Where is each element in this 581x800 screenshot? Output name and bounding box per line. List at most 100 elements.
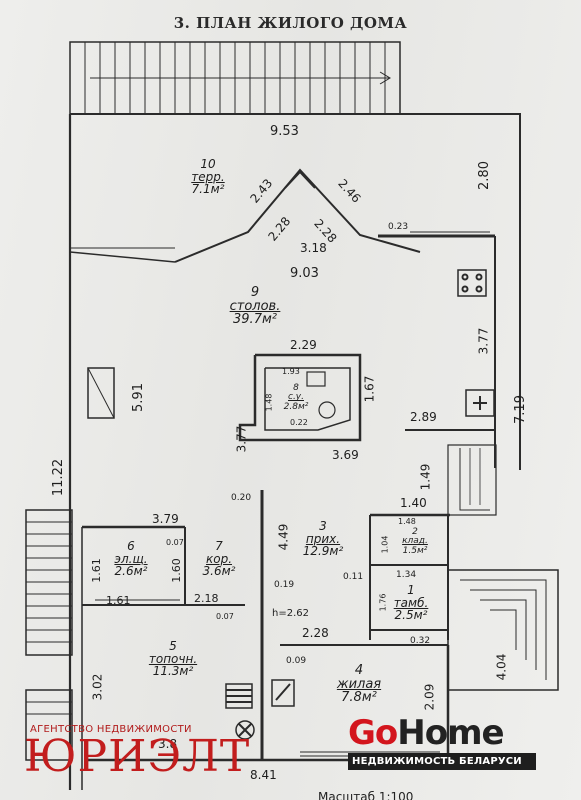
- dim-pantry-inner: 1.48: [398, 517, 416, 526]
- room-name: жилая: [336, 676, 382, 692]
- dim-core-left: 3.77: [234, 425, 249, 453]
- room-name: с.у.: [288, 392, 304, 403]
- dim-living-right: 0.32: [410, 636, 431, 646]
- room-area: 39.7м²: [233, 312, 277, 328]
- agency-tagline: АГЕНТСТВО НЕДВИЖИМОСТИ: [30, 724, 192, 735]
- room-number: 3: [319, 519, 327, 533]
- dim-terrace-width: 9.53: [270, 124, 299, 139]
- dim-vestibule-wall: 0.11: [343, 572, 364, 582]
- dim-wc-small: 0.22: [290, 418, 308, 427]
- stove: [457, 269, 487, 297]
- room-boiler: 5 топочн. 11.3м²: [138, 640, 208, 678]
- entrance-stair: [447, 569, 559, 691]
- room-area: 2.6м²: [114, 564, 148, 579]
- gohome-tagline: НЕДВИЖИМОСТЬ БЕЛАРУСИ: [348, 753, 536, 770]
- gohome-logo: GoHome НЕДВИЖИМОСТЬ БЕЛАРУСИ: [348, 716, 536, 770]
- room-area: 3.6м²: [202, 564, 236, 579]
- room-number: 6: [127, 539, 135, 553]
- dim-stair-side: 1.49: [418, 463, 433, 491]
- fireplace: [87, 367, 115, 419]
- dim-core-right: 1.67: [362, 375, 377, 403]
- dim-dining-left: 5.91: [130, 383, 146, 412]
- dim-living-wall: 0.09: [286, 656, 307, 666]
- dim-core-width: 2.29: [290, 338, 317, 352]
- room-name: тамб.: [393, 595, 429, 610]
- room-hallway: 3 прих. 12.9м²: [298, 520, 348, 558]
- room-number: 5: [169, 639, 177, 653]
- room-number: 9: [250, 285, 260, 300]
- dim-bottom-width: 8.41: [250, 768, 277, 782]
- room-area: 7.8м²: [341, 690, 377, 706]
- room-area: 1.5м²: [402, 545, 428, 556]
- room-number: 4: [354, 663, 364, 678]
- room-number: 2: [412, 527, 418, 537]
- dim-hall-wall: 0.20: [231, 493, 252, 503]
- dim-hall-height: 4.49: [276, 523, 291, 551]
- gohome-go: Go: [348, 713, 398, 753]
- room-number: 7: [215, 539, 223, 553]
- room-area: 7.1м²: [191, 182, 225, 197]
- room-name: топочн.: [148, 651, 198, 666]
- room-terrace: 10 терр. 7.1м²: [178, 158, 238, 196]
- dim-bay-end: 0.23: [388, 222, 409, 232]
- dim-corridor-edge: 0.19: [274, 580, 295, 590]
- gohome-wordmark: GoHome: [348, 716, 536, 750]
- gohome-home: Home: [397, 713, 504, 753]
- bay-outline: [174, 168, 421, 263]
- dim-bay-depth: 3.18: [300, 241, 327, 255]
- dim-terrace-side: 2.80: [476, 161, 492, 190]
- room-corridor: 7 кор. 3.6м²: [196, 540, 242, 578]
- dim-elec-wall: 0.07: [166, 538, 184, 547]
- dim-elec-top: 3.79: [152, 512, 179, 526]
- agency-logo: ЮРИЭЛТ: [24, 731, 251, 782]
- top-stair-treads: [84, 42, 391, 114]
- sink: [465, 389, 495, 417]
- plan-title: 3. ПЛАН ЖИЛОГО ДОМА: [173, 14, 408, 32]
- dim-wc-height: 1.48: [264, 393, 274, 412]
- room-pantry: 2 клад. 1.5м²: [395, 527, 435, 556]
- room-area: 11.3м²: [152, 664, 194, 679]
- dim-vestibule-side: 1.76: [378, 593, 388, 612]
- room-number: 8: [293, 383, 299, 393]
- room-number: 1: [407, 583, 415, 597]
- room-living: 4 жилая 7.8м²: [330, 664, 388, 705]
- dim-dining-right: 3.77: [476, 327, 491, 355]
- core-block: [238, 353, 362, 442]
- dim-stair-width: 2.89: [410, 410, 437, 424]
- dim-elec-mid: 1.60: [169, 558, 183, 583]
- room-name: кор.: [205, 551, 233, 566]
- dim-living-height: 2.09: [422, 683, 437, 711]
- room-bathroom: 8 с.у. 2.8м²: [276, 383, 316, 412]
- dim-boiler-bottom: 3.8: [158, 737, 178, 751]
- room-area: 2.8м²: [283, 401, 309, 412]
- dim-outer-left: 11.22: [51, 458, 67, 497]
- dim-boiler-left: 3.02: [90, 673, 105, 701]
- scale-label: Масштаб 1:100: [318, 790, 414, 800]
- dim-elec-bottom: 1.61: [106, 594, 131, 607]
- dim-living-width: 2.28: [302, 626, 329, 640]
- dim-core-bottom: 3.69: [332, 448, 359, 462]
- room-name: прих.: [305, 531, 341, 546]
- room-name: эл.щ.: [114, 551, 148, 566]
- dim-outer-right: 7.19: [512, 395, 528, 424]
- dim-ceiling-height: h=2.62: [272, 608, 309, 619]
- room-dining: 9 столов. 39.7м²: [215, 286, 295, 327]
- dim-corridor-width: 2.18: [194, 592, 219, 605]
- dim-vestibule-top: 1.34: [396, 570, 417, 580]
- room-electrical: 6 эл.щ. 2.6м²: [106, 540, 156, 578]
- room-number: 10: [200, 157, 216, 171]
- room-area: 2.5м²: [394, 608, 428, 623]
- room-area: 12.9м²: [302, 544, 344, 559]
- dim-dining-width: 9.03: [290, 266, 319, 281]
- room-vestibule: 1 тамб. 2.5м²: [388, 584, 434, 622]
- dim-elec-left: 1.61: [89, 558, 103, 583]
- room-name: клад.: [402, 536, 428, 547]
- room-name: столов.: [229, 298, 281, 314]
- dim-pantry-top: 1.40: [400, 496, 427, 510]
- dim-pantry-side: 1.04: [380, 535, 390, 554]
- dim-wc-width: 1.93: [282, 367, 300, 376]
- room-name: терр.: [191, 169, 225, 184]
- dim-porch-side: 4.04: [494, 653, 509, 681]
